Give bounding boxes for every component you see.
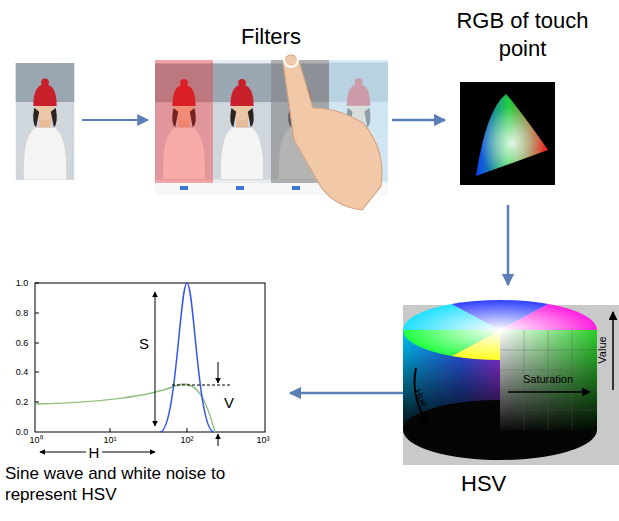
tick-label: 0.0 bbox=[16, 428, 29, 437]
tick-label: 0.4 bbox=[16, 368, 29, 377]
tick-label: 10⁰ bbox=[29, 436, 42, 445]
node-heading: RGB of touch point bbox=[445, 7, 600, 62]
quantity-label: V bbox=[224, 395, 234, 410]
node-heading: Filters bbox=[150, 23, 392, 51]
axis-label: Hue bbox=[412, 388, 429, 409]
plot-panel: Sine wave and white noise to represent H… bbox=[0, 270, 290, 520]
quantity-label: H bbox=[89, 445, 100, 460]
flow-arrow bbox=[290, 392, 403, 395]
tick-label: 0.6 bbox=[16, 339, 29, 348]
flow-arrow bbox=[507, 205, 510, 285]
tick-label: 0.2 bbox=[16, 398, 29, 407]
hsv-panel: HSV bbox=[403, 285, 619, 510]
tick-label: 10³ bbox=[256, 436, 269, 445]
axis-label: Value bbox=[597, 336, 608, 363]
node-heading: HSV bbox=[461, 470, 611, 498]
axis-label: Saturation bbox=[523, 374, 573, 385]
flow-arrow bbox=[392, 119, 445, 122]
tick-label: 1.0 bbox=[16, 279, 29, 288]
tick-label: 0.8 bbox=[16, 309, 29, 318]
quantity-label: S bbox=[139, 336, 149, 351]
node-heading: Sine wave and white noise to represent H… bbox=[5, 463, 287, 506]
tick-label: 10² bbox=[180, 436, 193, 445]
filters-panel: Filters bbox=[150, 15, 392, 200]
tick-label: 10¹ bbox=[103, 436, 116, 445]
rgb-panel: RGB of touch point bbox=[445, 5, 600, 205]
